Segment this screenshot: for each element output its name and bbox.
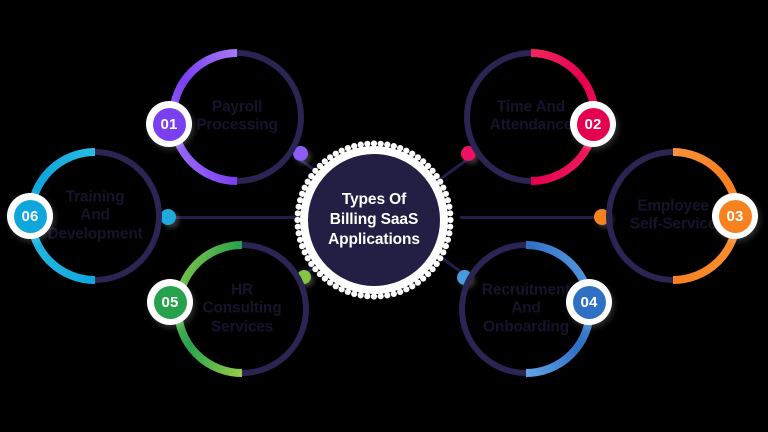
connector-line-right — [460, 216, 600, 219]
node-badge-4[interactable]: 04 — [566, 279, 612, 325]
node-badge-6[interactable]: 06 — [7, 193, 53, 239]
node-badge-3[interactable]: 03 — [712, 193, 758, 239]
hub-dot-node1 — [293, 146, 308, 161]
hub-dot-node6 — [160, 209, 176, 225]
hub-dot-node2 — [461, 146, 476, 161]
center-disc: Types Of Billing SaaS Applications — [308, 154, 440, 286]
node-badge-5[interactable]: 05 — [147, 279, 193, 325]
node-badge-disc-2: 02 — [576, 107, 610, 141]
center-hub: Types Of Billing SaaS Applications — [292, 138, 456, 302]
node-badge-disc-1: 01 — [152, 107, 186, 141]
node-badge-disc-4: 04 — [572, 285, 606, 319]
node-badge-disc-3: 03 — [718, 199, 752, 233]
node-badge-1[interactable]: 01 — [146, 101, 192, 147]
connector-line-left — [168, 216, 308, 219]
node-badge-disc-6: 06 — [13, 199, 47, 233]
node-badge-disc-5: 05 — [153, 285, 187, 319]
hub-dot-node3 — [594, 209, 610, 225]
node-badge-2[interactable]: 02 — [570, 101, 616, 147]
center-title: Types Of Billing SaaS Applications — [328, 190, 420, 249]
